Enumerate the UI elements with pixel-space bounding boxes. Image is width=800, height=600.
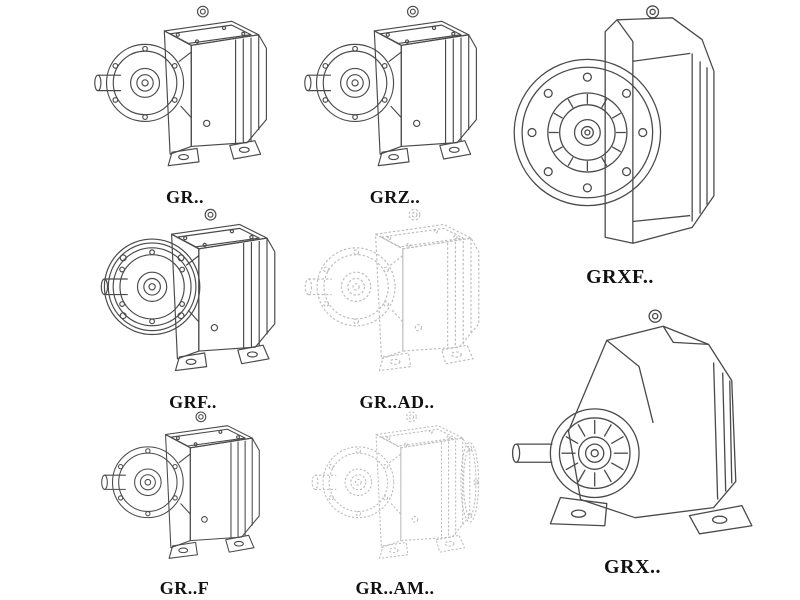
model-label-gr-f: GR..F <box>159 578 210 598</box>
gearbox-drawing-gr <box>88 2 283 185</box>
model-cell-grf: GRF.. <box>88 205 298 413</box>
model-label-grz: GRZ.. <box>369 187 421 207</box>
model-label-gr: GR.. <box>166 187 204 207</box>
model-cell-grz: GRZ.. <box>295 2 495 208</box>
model-cell-grxf: GRXF.. <box>495 2 745 289</box>
model-cell-grx: GRX.. <box>500 302 765 579</box>
model-cell-gram: GR..AM.. <box>290 408 500 599</box>
gearbox-drawing-gram <box>298 408 493 576</box>
gearbox-drawing-grf <box>93 205 293 390</box>
gearbox-drawing-grz <box>298 2 493 185</box>
model-label-gram: GR..AM.. <box>355 578 435 598</box>
gearbox-drawing-grxf <box>501 2 739 264</box>
model-label-grf: GRF.. <box>169 392 217 412</box>
model-label-grx: GRX.. <box>604 556 661 578</box>
gearbox-drawing-grx <box>502 302 764 554</box>
gearbox-drawing-gr-f <box>90 408 280 576</box>
model-cell-grad: GR..AD.. <box>292 205 502 413</box>
model-label-grad: GR..AD.. <box>359 392 435 412</box>
gearbox-drawing-grad <box>297 205 497 390</box>
model-cell-gr: GR.. <box>85 2 285 208</box>
model-label-grxf: GRXF.. <box>586 266 654 288</box>
model-cell-grf2: GR..F <box>82 408 287 599</box>
